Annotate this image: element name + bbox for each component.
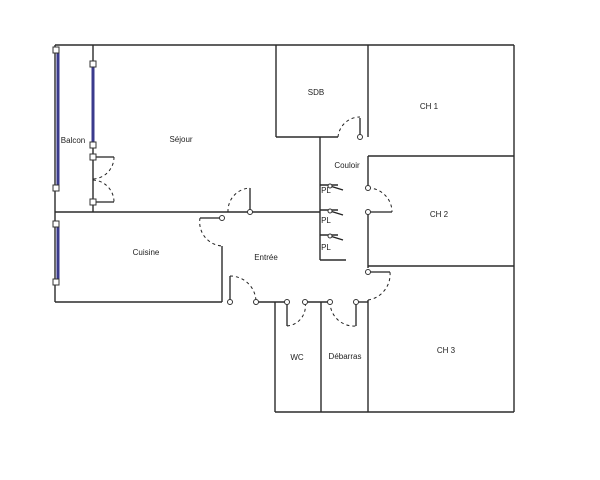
room-label-ch1: CH 1 bbox=[420, 102, 439, 111]
room-label-debarras: Débarras bbox=[329, 352, 362, 361]
hinge-nodes bbox=[52, 46, 371, 305]
doors bbox=[92, 116, 393, 327]
room-label-sejour: Séjour bbox=[169, 135, 192, 144]
room-label-couloir: Couloir bbox=[334, 161, 360, 170]
walls bbox=[54, 44, 515, 413]
room-label-ch3: CH 3 bbox=[437, 346, 456, 355]
window-glazing bbox=[56, 52, 95, 282]
closet-label-pl-c: PL bbox=[321, 243, 331, 252]
room-label-sdb: SDB bbox=[308, 88, 324, 97]
room-label-entree: Entrée bbox=[254, 253, 278, 262]
room-labels: Balcon Séjour SDB CH 1 Couloir CH 2 Cuis… bbox=[61, 88, 456, 362]
room-label-balcon: Balcon bbox=[61, 136, 85, 145]
room-label-wc: WC bbox=[290, 353, 304, 362]
closet-labels: PL PL PL bbox=[321, 186, 331, 252]
closet-label-pl-a: PL bbox=[321, 186, 331, 195]
closet-label-pl-b: PL bbox=[321, 216, 331, 225]
room-label-cuisine: Cuisine bbox=[133, 248, 160, 257]
room-label-ch2: CH 2 bbox=[430, 210, 449, 219]
